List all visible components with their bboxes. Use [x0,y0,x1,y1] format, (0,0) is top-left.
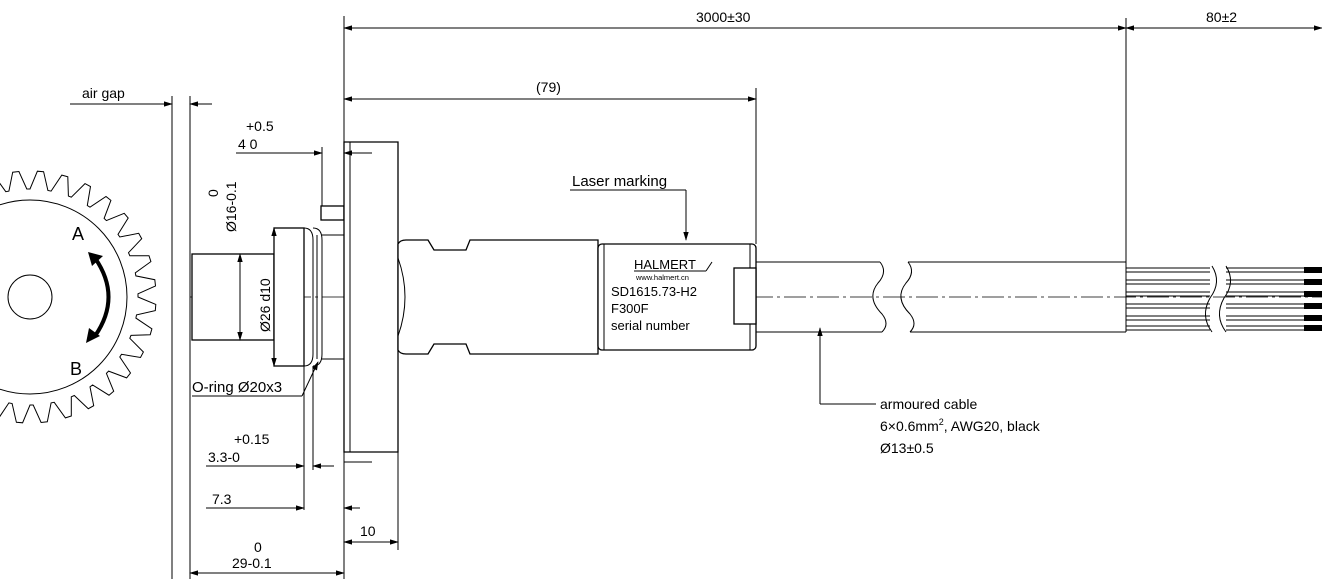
dim-diameter-tol: 0 [205,189,221,197]
dim-diameter-26: Ø26 d10 [257,278,273,332]
dim-wire-length: 80±2 [1206,9,1237,25]
label-laser-marking: Laser marking [572,173,667,190]
label-cable-spec: 6×0.6mm2, AWG20, black [880,417,1041,434]
marking-serial: serial number [611,318,690,333]
label-cable-diameter: Ø13±0.5 [880,440,934,456]
dim-length-nominal: 29-0.1 [232,555,272,571]
cable-wires [1126,265,1322,333]
label-o-ring: O-ring Ø20x3 [192,379,282,396]
direction-b-label: B [70,359,82,379]
marking-code: F300F [611,301,649,316]
dim-groove-depth: 7.3 [212,491,232,507]
dim-flange-tol: +0.5 [246,118,274,134]
marking-brand: HALMERT [634,257,696,272]
marking-part-number: SD1615.73-H2 [611,284,697,299]
dim-body-length: (79) [536,79,561,95]
dim-total-length: 3000±30 [696,9,751,25]
dim-flange-nominal: 4 0 [238,136,258,152]
direction-a-label: A [72,224,84,244]
dim-groove-tol: +0.15 [234,431,270,447]
dim-diameter-16: Ø16-0.1 [223,181,239,232]
gear-wheel [0,170,157,424]
marking-website: www.halmert.cn [635,273,689,282]
label-air-gap: air gap [82,85,125,101]
dim-groove-nominal: 3.3-0 [208,449,240,465]
dim-flange-thickness: 10 [360,523,376,539]
rotation-arrow-icon [86,252,111,343]
dim-length-tol: 0 [254,539,262,555]
label-cable-type: armoured cable [880,396,977,412]
